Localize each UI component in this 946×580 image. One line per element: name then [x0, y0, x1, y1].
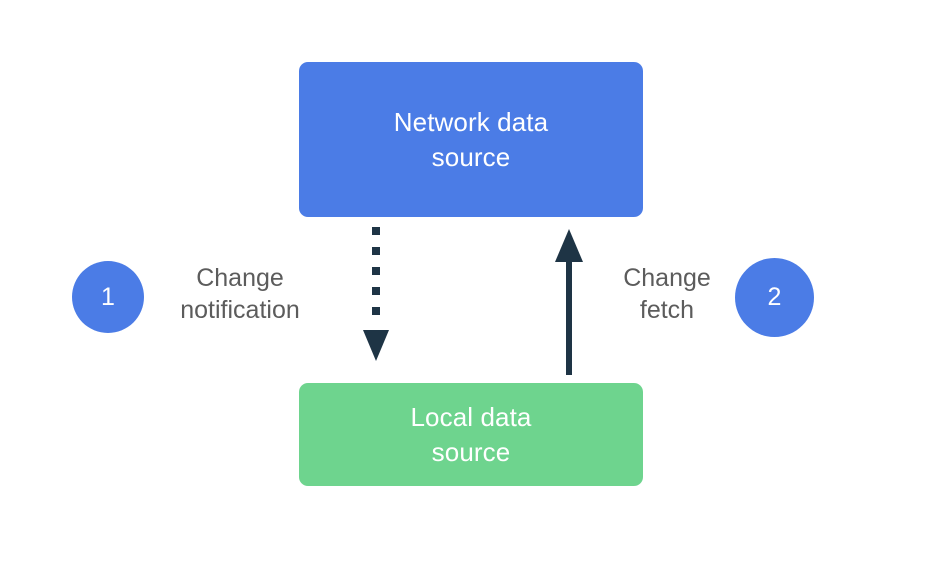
- arrow-down-dotted-icon: [363, 227, 389, 361]
- arrow-up-solid-icon: [555, 229, 583, 375]
- node-network-data-source[interactable]: Network data source: [299, 62, 643, 217]
- node-local-data-source[interactable]: Local data source: [299, 383, 643, 486]
- edge-label-change-fetch: Change fetch: [623, 264, 711, 324]
- edge-label-change-notification: Change notification: [180, 264, 300, 324]
- step-badge-2[interactable]: 2: [735, 258, 814, 337]
- step-badge-1[interactable]: 1: [72, 261, 144, 333]
